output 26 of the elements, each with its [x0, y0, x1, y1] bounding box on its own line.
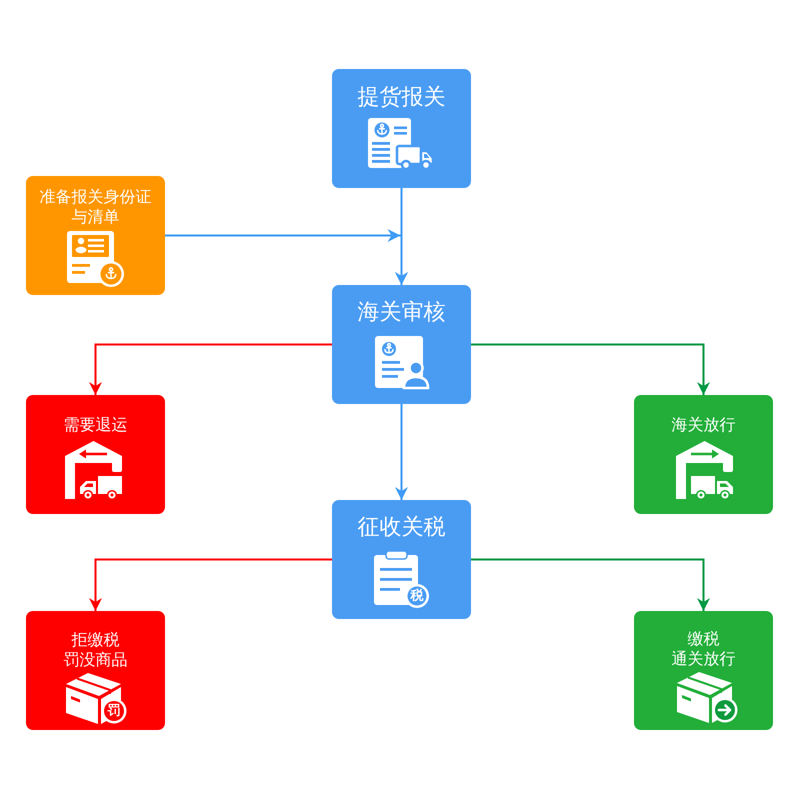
badge-text: 税 — [410, 590, 424, 602]
arrow — [395, 404, 408, 500]
step-title: 准备报关身份证与清单 — [38, 187, 152, 227]
process-box — [634, 611, 773, 730]
process-box — [332, 285, 471, 404]
process-box — [26, 611, 165, 730]
arrow — [165, 229, 408, 285]
step-title: 提货报关 — [358, 85, 446, 111]
arrow — [89, 344, 332, 395]
step-title: 征收关税 — [358, 515, 446, 541]
step-title: 海关审核 — [358, 300, 446, 326]
process-box — [332, 69, 471, 188]
step-title: 缴税 — [688, 629, 720, 649]
step-title: 罚没商品 — [64, 650, 128, 670]
step-title: 通关放行 — [672, 649, 736, 669]
process-box — [634, 395, 773, 514]
process-box — [332, 500, 471, 619]
step-title: 海关放行 — [672, 415, 736, 435]
badge-text: 罚 — [108, 704, 120, 718]
arrow — [471, 558, 710, 611]
arrow — [471, 344, 710, 395]
process-box — [26, 395, 165, 514]
step-title: 需要退运 — [64, 415, 128, 435]
arrow — [89, 558, 332, 611]
process-box — [26, 176, 165, 295]
step-title: 拒缴税 — [72, 630, 120, 650]
